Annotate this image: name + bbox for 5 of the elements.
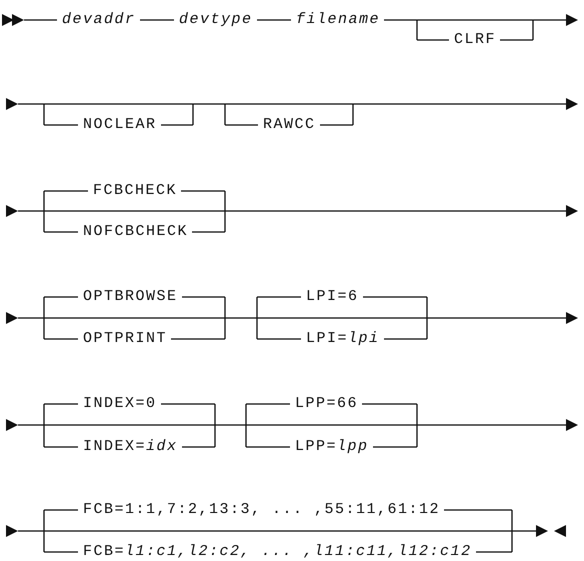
parameter-label: devtype — [174, 11, 257, 29]
keyword-label: FCB=l1:c1,l2:c2, ... ,l11:c11,l12:c12 — [78, 543, 476, 561]
keyword-label: LPP=lpp — [290, 438, 373, 456]
keyword-label: LPI=lpi — [301, 330, 384, 348]
keyword-label: FCB=1:1,7:2,13:3, ... ,55:11,61:12 — [78, 501, 444, 519]
